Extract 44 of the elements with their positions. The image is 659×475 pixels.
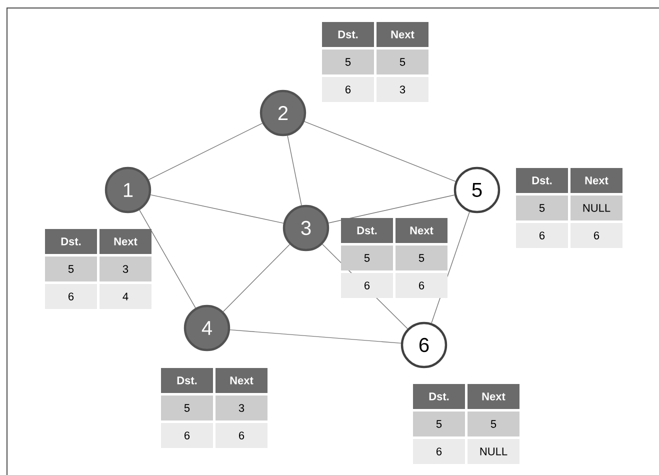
table-cell: 6 [570,223,622,248]
connector-line [328,194,455,224]
table-cell: 5 [45,256,97,282]
table-header-cell: Next [376,22,428,47]
table-cell: 3 [216,396,268,420]
table-header-cell: Dst. [45,229,97,254]
connector-line [150,194,284,224]
table-header-cell: Next [100,229,152,254]
table-cell: 6 [516,223,568,248]
table-header-cell: Next [396,218,448,243]
connector-line [287,135,302,206]
table-header-cell: Dst. [161,368,213,393]
table-cell: 6 [396,273,448,298]
table-header-cell: Dst. [413,384,465,409]
connector-line [222,244,290,312]
table-cell: 5 [322,50,374,74]
table-cell: NULL [570,196,622,220]
table-cell: 5 [161,396,213,420]
table-cell: 5 [413,412,465,436]
table-cell: 6 [161,423,213,448]
table-cell: 5 [516,196,568,220]
table-cell: 5 [376,50,428,74]
connector-line [230,329,402,344]
table-cell: 6 [216,423,268,448]
connector-line [139,210,196,308]
table-header-cell: Dst. [516,168,568,193]
table-cell: 5 [468,412,520,436]
table-cell: 6 [341,273,393,298]
table-header-cell: Next [570,168,622,193]
table-cell: 6 [322,77,374,102]
connector-line [148,122,263,180]
table-cell: NULL [468,439,520,464]
table-cell: 5 [396,246,448,270]
table-cell: 4 [100,284,152,309]
table-cell: 6 [413,439,465,464]
table-header-cell: Dst. [322,22,374,47]
table-header-cell: Next [216,368,268,393]
table-cell: 5 [341,246,393,270]
table-cell: 6 [45,284,97,309]
table-header-cell: Next [468,384,520,409]
table-cell: 3 [100,256,152,282]
table-cell: 3 [376,77,428,102]
table-header-cell: Dst. [341,218,393,243]
connector-line [304,121,456,182]
